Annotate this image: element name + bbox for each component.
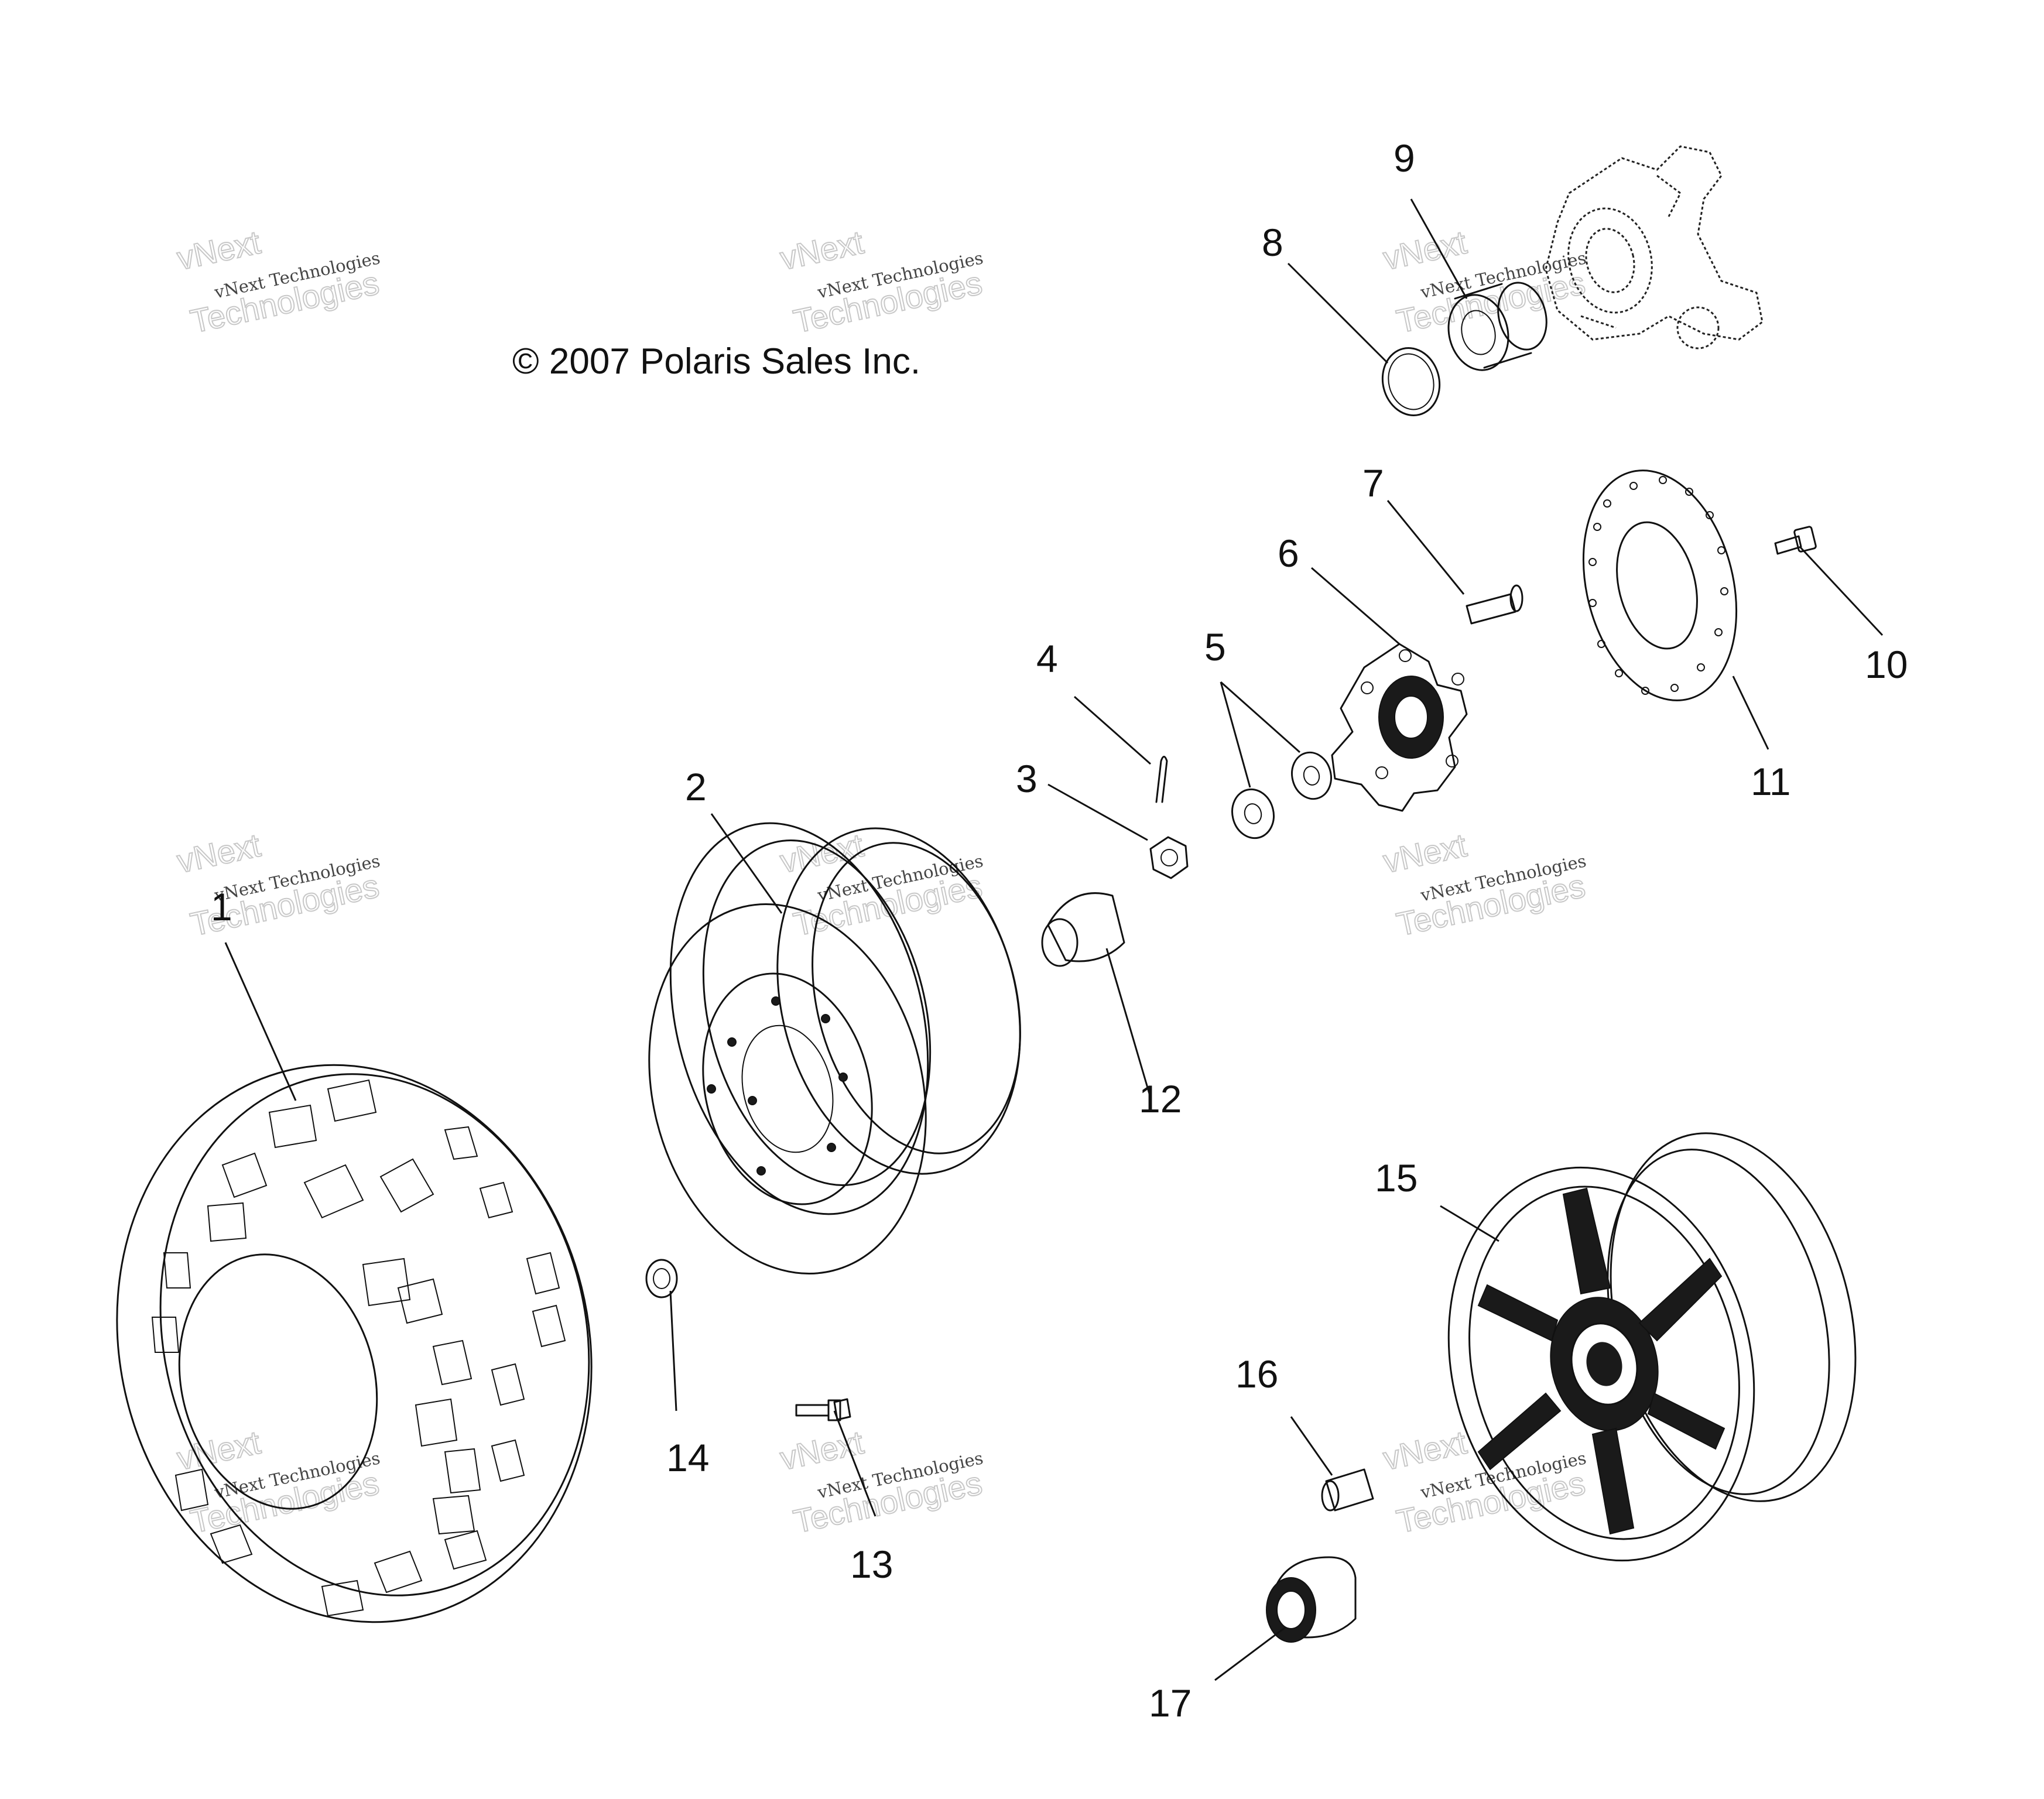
steel-wheel	[648, 822, 1021, 1274]
washers	[1231, 751, 1332, 839]
steering-knuckle-reference	[1545, 145, 1764, 349]
cotter-pin	[1155, 756, 1168, 803]
wheel-bearing	[1447, 282, 1547, 371]
copyright-notice: © 2007 Polaris Sales Inc.	[512, 341, 920, 382]
wheel-stud	[1466, 584, 1523, 625]
svg-text:vNext: vNext	[1380, 224, 1470, 277]
retaining-ring	[1381, 347, 1441, 416]
svg-text:vNext: vNext	[174, 224, 264, 277]
callout-9: 9	[1394, 136, 1415, 180]
callout-17: 17	[1149, 1681, 1192, 1725]
svg-text:vNext: vNext	[777, 224, 867, 277]
wheel-hub	[1331, 643, 1468, 812]
lug-nut	[645, 1259, 678, 1298]
lug-nut-cap	[1321, 1468, 1374, 1512]
callout-13: 13	[850, 1543, 893, 1586]
tire	[116, 1064, 593, 1623]
watermark: vNext vNext Technologies Technologies	[173, 1423, 383, 1541]
castle-nut	[1149, 836, 1189, 879]
callout-16: 16	[1235, 1352, 1278, 1396]
callout-10: 10	[1865, 643, 1908, 686]
svg-text:vNext: vNext	[777, 827, 867, 880]
callout-3: 3	[1016, 757, 1038, 800]
watermark: vNext vNext Technologies Technologies	[1379, 1423, 1589, 1541]
callout-1: 1	[211, 885, 232, 928]
callout-4: 4	[1036, 637, 1058, 680]
leader-lines	[224, 198, 1884, 1681]
watermark: vNext vNext Technologies Technologies	[1379, 826, 1589, 944]
callout-15: 15	[1375, 1156, 1418, 1200]
center-cap	[1266, 1556, 1357, 1643]
svg-text:vNext: vNext	[174, 1424, 264, 1477]
watermark: vNext vNext Technologies Technologies	[776, 826, 986, 944]
svg-text:vNext: vNext	[1380, 827, 1470, 880]
brake-disc	[1582, 470, 1738, 701]
callout-2: 2	[685, 765, 707, 808]
callout-8: 8	[1262, 221, 1283, 264]
watermark: vNext vNext Technologies Technologies	[173, 223, 383, 341]
dust-cap	[1041, 892, 1125, 967]
watermark: vNext vNext Technologies Technologies	[1379, 223, 1589, 341]
watermark: vNext vNext Technologies Technologies	[776, 223, 986, 341]
callout-6: 6	[1278, 532, 1299, 575]
watermark: vNext vNext Technologies Technologies	[776, 1423, 986, 1541]
svg-text:vNext: vNext	[1380, 1424, 1470, 1477]
callout-labels: 1 2 3 4 5 6 7 8 9 10 11 12 13 14 15 16 1…	[211, 136, 1908, 1725]
aluminum-wheel	[1447, 1132, 1857, 1562]
brake-disc-bolt	[1774, 526, 1817, 555]
callout-7: 7	[1362, 461, 1384, 505]
svg-text:vNext: vNext	[174, 827, 264, 880]
callout-14: 14	[666, 1436, 709, 1479]
callout-12: 12	[1139, 1077, 1182, 1120]
watermark: vNext vNext Technologies Technologies	[173, 826, 383, 944]
watermark-layer: vNext vNext Technologies Technologies vN…	[173, 223, 1589, 1541]
callout-11: 11	[1751, 760, 1791, 803]
svg-text:vNext: vNext	[777, 1424, 867, 1477]
valve-stem	[795, 1398, 851, 1421]
callout-5: 5	[1204, 625, 1226, 669]
